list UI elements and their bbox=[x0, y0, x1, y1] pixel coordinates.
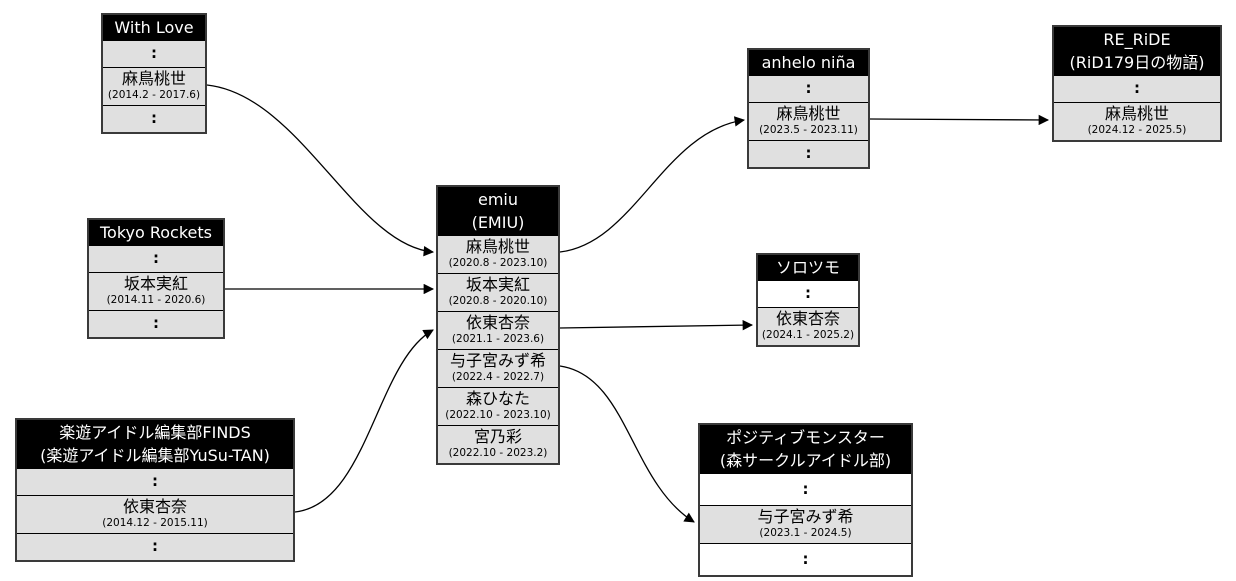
group-title: 楽遊アイドル編集部FINDS (楽遊アイドル編集部YuSu-TAN) bbox=[17, 420, 293, 468]
group-title-line: (EMIU) bbox=[471, 213, 525, 232]
group-box-solotsumo: ソロツモ : 依東杏奈 (2024.1 - 2025.2) bbox=[756, 253, 860, 347]
member-name: 麻鳥桃世 bbox=[776, 104, 841, 123]
ellipsis-glyph: : bbox=[805, 79, 812, 97]
member-name: 麻鳥桃世 bbox=[465, 237, 530, 256]
group-title: Tokyo Rockets bbox=[89, 220, 223, 245]
group-title: RE_RiDE (RiD179日の物語) bbox=[1054, 27, 1220, 75]
member-name: 麻鳥桃世 bbox=[1104, 104, 1169, 123]
member-period: (2023.5 - 2023.11) bbox=[759, 124, 858, 136]
group-box-re-ride: RE_RiDE (RiD179日の物語) : 麻鳥桃世 (2024.12 - 2… bbox=[1052, 25, 1222, 142]
member-period: (2022.4 - 2022.7) bbox=[451, 371, 545, 383]
member-period: (2022.10 - 2023.10) bbox=[445, 409, 551, 421]
group-box-anhelo-nina: anhelo niña : 麻鳥桃世 (2023.5 - 2023.11) : bbox=[747, 48, 870, 169]
edge-emiu-to-solotsumo bbox=[559, 319, 754, 331]
member-name: 麻鳥桃世 bbox=[121, 69, 186, 88]
group-title: emiu (EMIU) bbox=[438, 187, 558, 235]
ellipsis-row: : bbox=[758, 280, 858, 307]
member-period: (2023.1 - 2024.5) bbox=[759, 527, 852, 539]
member-name: 依東杏奈 bbox=[122, 497, 187, 516]
member-row: 依東杏奈 (2021.1 - 2023.6) bbox=[438, 311, 558, 349]
ellipsis-row: : bbox=[89, 245, 223, 272]
member-name: 与子宮みず希 bbox=[757, 507, 854, 526]
group-title-line: (楽遊アイドル編集部YuSu-TAN) bbox=[40, 446, 270, 465]
member-period: (2014.12 - 2015.11) bbox=[102, 517, 208, 529]
member-row: 坂本実紅 (2014.11 - 2020.6) bbox=[89, 272, 223, 310]
edge-emiu-to-positivemonster bbox=[559, 365, 695, 523]
ellipsis-row: : bbox=[89, 310, 223, 337]
member-period: (2024.1 - 2025.2) bbox=[761, 329, 855, 341]
group-box-positive-monster: ポジティブモンスター (森サークルアイドル部) : 与子宮みず希 (2023.1… bbox=[698, 423, 913, 577]
member-name: 宮乃彩 bbox=[473, 427, 522, 446]
member-row: 依東杏奈 (2014.12 - 2015.11) bbox=[17, 495, 293, 533]
group-box-with-love: With Love : 麻鳥桃世 (2014.2 - 2017.6) : bbox=[101, 13, 207, 134]
member-period: (2014.2 - 2017.6) bbox=[107, 89, 201, 101]
group-title: With Love bbox=[103, 15, 205, 40]
member-name: 森ひなた bbox=[465, 389, 530, 408]
group-title: ソロツモ bbox=[758, 255, 858, 280]
group-title-line: With Love bbox=[114, 18, 194, 37]
ellipsis-glyph: : bbox=[151, 44, 157, 62]
group-box-tokyo-rockets: Tokyo Rockets : 坂本実紅 (2014.11 - 2020.6) … bbox=[87, 218, 225, 339]
edge-anhelonina-to-reride bbox=[869, 114, 1050, 126]
ellipsis-glyph: : bbox=[153, 314, 159, 332]
ellipsis-row: : bbox=[700, 543, 911, 575]
member-row: 坂本実紅 (2020.8 - 2020.10) bbox=[438, 273, 558, 311]
edge-emiu-to-anhelonina bbox=[559, 116, 746, 253]
member-row: 麻鳥桃世 (2020.8 - 2023.10) bbox=[438, 235, 558, 273]
ellipsis-row: : bbox=[17, 533, 293, 560]
ellipsis-glyph: : bbox=[802, 480, 809, 498]
member-row: 麻鳥桃世 (2014.2 - 2017.6) bbox=[103, 67, 205, 105]
member-name: 坂本実紅 bbox=[465, 275, 530, 294]
ellipsis-row: : bbox=[1054, 75, 1220, 102]
ellipsis-glyph: : bbox=[805, 284, 811, 302]
member-row: 麻鳥桃世 (2024.12 - 2025.5) bbox=[1054, 102, 1220, 140]
member-period: (2020.8 - 2023.10) bbox=[448, 257, 548, 269]
member-period: (2020.8 - 2020.10) bbox=[448, 295, 548, 307]
group-title-line: (RiD179日の物語) bbox=[1069, 53, 1205, 72]
member-period: (2014.11 - 2020.6) bbox=[106, 294, 206, 306]
group-title-line: anhelo niña bbox=[761, 53, 856, 72]
ellipsis-glyph: : bbox=[802, 550, 809, 568]
group-title-line: RE_RiDE bbox=[1103, 30, 1171, 49]
member-name: 依東杏奈 bbox=[465, 313, 530, 332]
group-title-line: ポジティブモンスター bbox=[726, 428, 885, 447]
group-title-line: ソロツモ bbox=[775, 258, 840, 277]
ellipsis-row: : bbox=[103, 40, 205, 67]
ellipsis-row: : bbox=[103, 105, 205, 132]
member-name: 与子宮みず希 bbox=[449, 351, 546, 370]
member-row: 宮乃彩 (2022.10 - 2023.2) bbox=[438, 425, 558, 463]
member-period: (2022.10 - 2023.2) bbox=[448, 447, 548, 459]
group-title-line: (森サークルアイドル部) bbox=[719, 451, 892, 470]
ellipsis-row: : bbox=[17, 468, 293, 495]
group-title-line: Tokyo Rockets bbox=[99, 223, 212, 242]
ellipsis-glyph: : bbox=[805, 144, 812, 162]
ellipsis-row: : bbox=[700, 473, 911, 505]
edge-withlove-to-emiu bbox=[206, 84, 435, 257]
group-box-emiu: emiu (EMIU) 麻鳥桃世 (2020.8 - 2023.10) 坂本実紅… bbox=[436, 185, 560, 465]
ellipsis-row: : bbox=[749, 140, 868, 167]
member-name: 坂本実紅 bbox=[123, 274, 188, 293]
edge-rakuyu-to-emiu bbox=[294, 329, 434, 513]
group-title-line: 楽遊アイドル編集部FINDS bbox=[59, 423, 251, 442]
ellipsis-glyph: : bbox=[151, 109, 157, 127]
ellipsis-glyph: : bbox=[1134, 79, 1140, 97]
member-row: 依東杏奈 (2024.1 - 2025.2) bbox=[758, 307, 858, 345]
member-row: 与子宮みず希 (2022.4 - 2022.7) bbox=[438, 349, 558, 387]
ellipsis-glyph: : bbox=[152, 537, 158, 555]
group-title-line: emiu bbox=[477, 190, 518, 209]
member-period: (2024.12 - 2025.5) bbox=[1087, 124, 1187, 136]
member-row: 麻鳥桃世 (2023.5 - 2023.11) bbox=[749, 102, 868, 140]
ellipsis-glyph: : bbox=[152, 472, 158, 490]
member-name: 依東杏奈 bbox=[775, 309, 840, 328]
ellipsis-glyph: : bbox=[153, 249, 159, 267]
member-row: 与子宮みず希 (2023.1 - 2024.5) bbox=[700, 505, 911, 543]
ellipsis-row: : bbox=[749, 75, 868, 102]
group-box-rakuyu-finds: 楽遊アイドル編集部FINDS (楽遊アイドル編集部YuSu-TAN) : 依東杏… bbox=[15, 418, 295, 562]
member-row: 森ひなた (2022.10 - 2023.10) bbox=[438, 387, 558, 425]
group-title: anhelo niña bbox=[749, 50, 868, 75]
member-period: (2021.1 - 2023.6) bbox=[451, 333, 545, 345]
group-title: ポジティブモンスター (森サークルアイドル部) bbox=[700, 425, 911, 473]
